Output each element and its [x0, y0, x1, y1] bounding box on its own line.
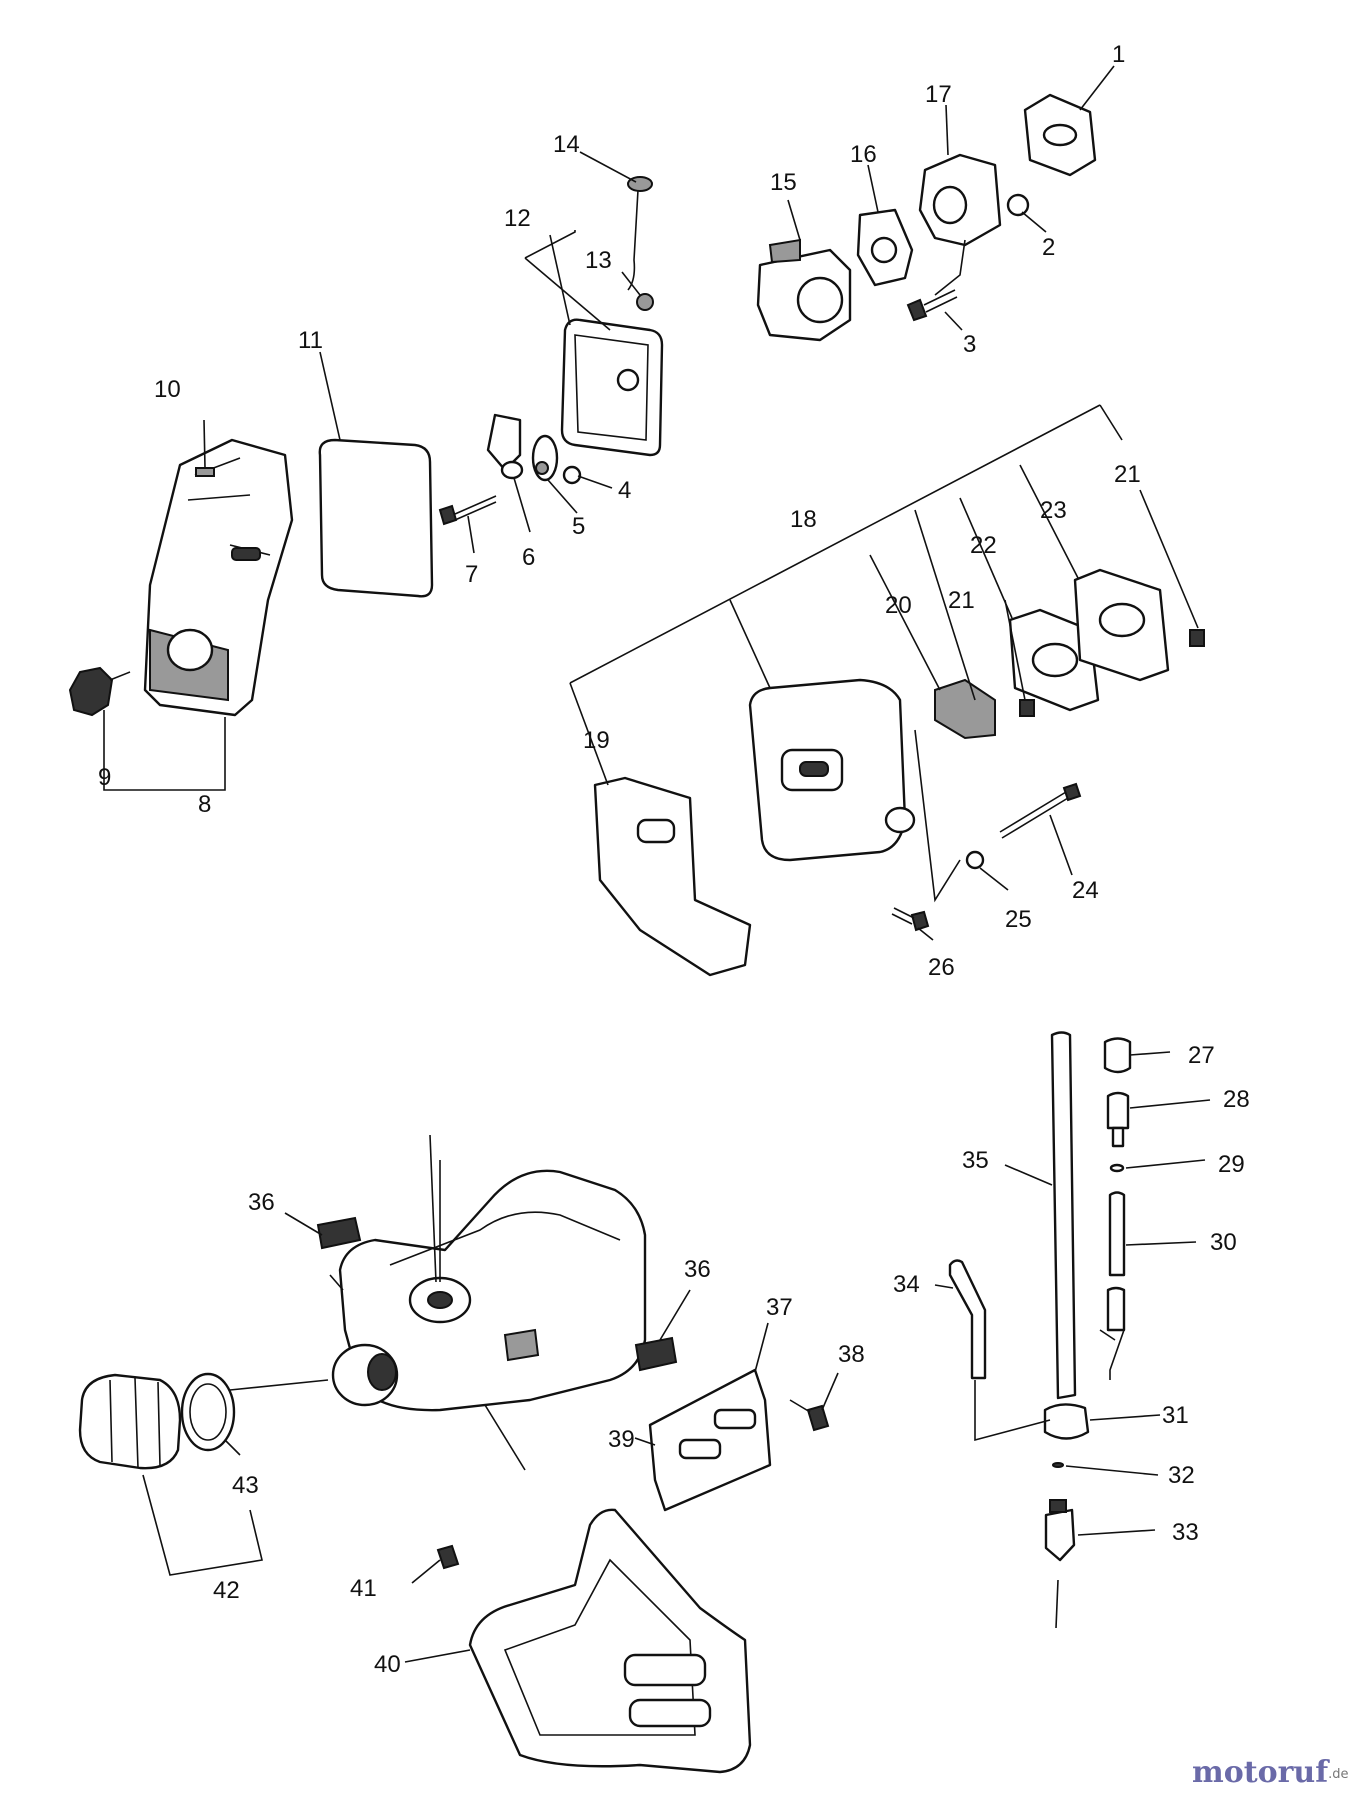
callout-6: 6 — [522, 544, 535, 571]
grommet-36a-part — [316, 1216, 362, 1250]
callout-34: 34 — [893, 1271, 920, 1298]
callout-36b: 36 — [684, 1256, 711, 1283]
watermark-logo: motoruf.de — [1192, 1755, 1349, 1790]
callout-9: 9 — [98, 764, 111, 791]
gasket-1-part — [1023, 93, 1097, 177]
callout-1: 1 — [1112, 41, 1125, 68]
callout-37: 37 — [766, 1294, 793, 1321]
o-ring-29-part — [1109, 1163, 1125, 1173]
strainer-hose-line — [1055, 1579, 1059, 1629]
callout-8: 8 — [198, 791, 211, 818]
callout-40: 40 — [374, 1651, 401, 1678]
gasket-22-part — [1008, 608, 1100, 712]
bracket-part — [486, 413, 524, 480]
choke-rod-part — [627, 176, 654, 311]
callout-39: 39 — [608, 1426, 635, 1453]
callout-15: 15 — [770, 169, 797, 196]
bolt-24-part — [999, 782, 1082, 839]
tube-35-part — [1050, 1031, 1077, 1400]
callout-43: 43 — [232, 1472, 259, 1499]
fitting-28-part — [1106, 1091, 1130, 1148]
callout-4: 4 — [618, 477, 631, 504]
callout-30: 30 — [1210, 1229, 1237, 1256]
holder-31-part — [1043, 1403, 1090, 1440]
callout-32: 32 — [1168, 1462, 1195, 1489]
callout-5: 5 — [572, 513, 585, 540]
callout-31: 31 — [1162, 1402, 1189, 1429]
filter-element-part — [318, 438, 434, 598]
insulator-17-part — [918, 153, 1002, 296]
callout-42: 42 — [213, 1577, 240, 1604]
bolt-41-part — [436, 1544, 460, 1570]
callout-labels: 1 2 3 4 5 6 7 8 9 10 11 12 13 14 15 16 1… — [98, 41, 1250, 1678]
spark-screen-20-part — [934, 678, 996, 740]
callout-23: 23 — [1040, 497, 1067, 524]
callout-36: 36 — [248, 1189, 275, 1216]
callout-41: 41 — [350, 1575, 377, 1602]
svg-text:motoruf.de: motoruf.de — [1192, 1755, 1349, 1790]
cap-gasket-43-part — [180, 1372, 236, 1452]
bolt-38-part — [789, 1399, 830, 1432]
fuel-tank-part — [331, 1169, 647, 1412]
callout-35: 35 — [962, 1147, 989, 1174]
screw-21-part — [1019, 629, 1205, 717]
callout-28: 28 — [1223, 1086, 1250, 1113]
callout-22: 22 — [970, 532, 997, 559]
muffler-body-part — [748, 678, 916, 862]
callout-2: 2 — [1042, 234, 1055, 261]
callout-27: 27 — [1188, 1042, 1215, 1069]
callout-21: 21 — [1114, 461, 1141, 488]
clip-32-part — [1052, 1462, 1064, 1468]
callout-20: 20 — [885, 592, 912, 619]
watermark-suffix: .de — [1328, 1767, 1348, 1782]
air-cleaner-cover-part — [143, 438, 294, 717]
bolt-26-part — [891, 907, 930, 932]
fuel-cap-part — [78, 1373, 182, 1470]
knob-part — [68, 666, 131, 717]
callout-24: 24 — [1072, 877, 1099, 904]
callout-17: 17 — [925, 81, 952, 108]
bolt-7-part — [438, 495, 497, 526]
bolt-3-part — [906, 289, 958, 322]
gasket-16-part — [856, 208, 914, 287]
gasket-23-part — [1073, 568, 1170, 682]
callout-11: 11 — [298, 327, 323, 354]
callout-16: 16 — [850, 141, 877, 168]
pipe-34-part — [948, 1259, 987, 1380]
leader-lines — [103, 65, 1211, 1663]
muffler-gasket-19-part — [593, 776, 752, 977]
callout-19: 19 — [583, 727, 610, 754]
callout-38: 38 — [838, 1341, 865, 1368]
small-plate-part — [195, 467, 215, 477]
carburetor-part — [756, 238, 852, 342]
callout-26: 26 — [928, 954, 955, 981]
callout-10: 10 — [154, 376, 181, 403]
air-cleaner-case-part — [560, 318, 664, 457]
nut-2-part — [1006, 193, 1030, 217]
watermark-brand: motoruf — [1192, 1755, 1330, 1790]
plate-37-part — [648, 1368, 772, 1512]
callout-14: 14 — [553, 131, 580, 158]
callout-12: 12 — [504, 205, 531, 232]
callout-25: 25 — [1005, 906, 1032, 933]
strainer-33-part — [1044, 1499, 1076, 1562]
callout-13: 13 — [585, 247, 612, 274]
gasket-5-part — [531, 434, 559, 482]
washer-4-part — [562, 465, 582, 485]
callout-33: 33 — [1172, 1519, 1199, 1546]
callout-29: 29 — [1218, 1151, 1245, 1178]
guard-40-part — [468, 1508, 752, 1774]
grommet-27-part — [1103, 1037, 1132, 1074]
grommet-36b-part — [634, 1336, 678, 1372]
callout-21b: 21 — [948, 587, 975, 614]
tube-30-part — [1106, 1191, 1126, 1332]
washer-25-part — [965, 850, 985, 870]
callout-3: 3 — [963, 331, 976, 358]
callout-18: 18 — [790, 506, 817, 533]
callout-7: 7 — [465, 561, 478, 588]
